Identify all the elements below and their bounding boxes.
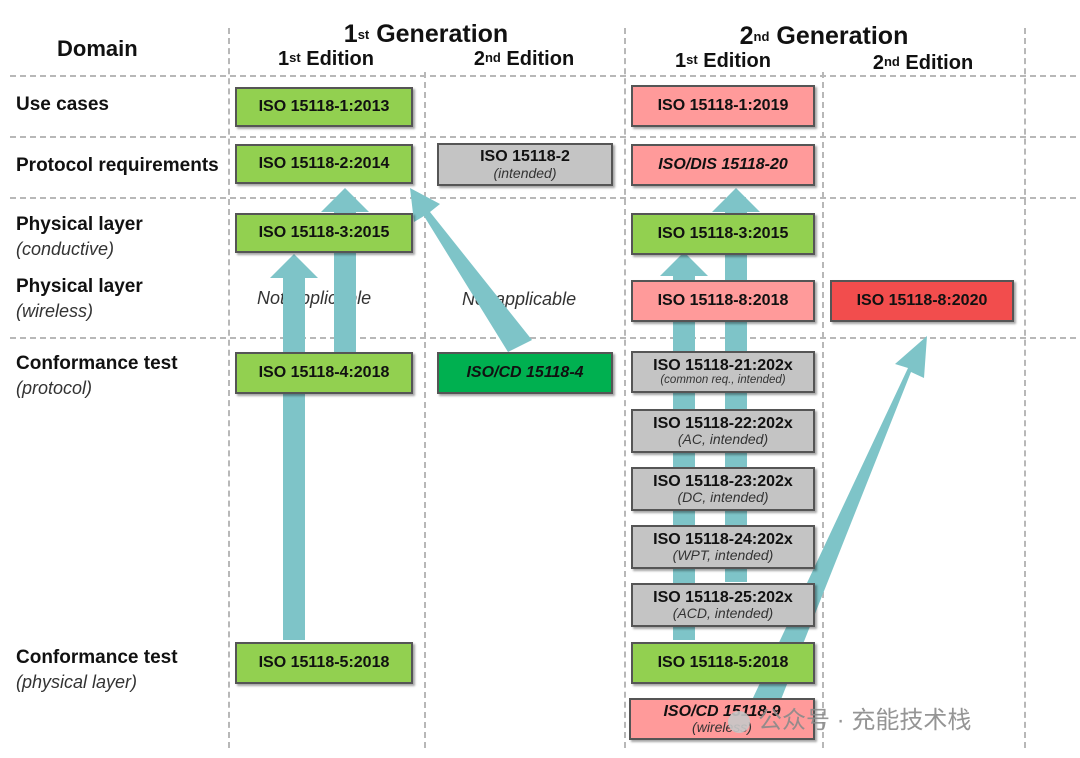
wechat-icon <box>728 710 750 733</box>
row-label-conformance-physical: Conformance test (physical layer) <box>16 647 178 692</box>
iso-15118-5-2018-gen2-box: ISO 15118-5:2018 <box>631 642 815 684</box>
arrow-gen1-right <box>321 188 369 352</box>
column-divider <box>1024 28 1026 748</box>
iso-15118-3-2015-box: ISO 15118-3:2015 <box>235 213 413 253</box>
gen1-edition1-header: 1st Edition <box>277 48 374 70</box>
row-label-conformance-protocol: Conformance test (protocol) <box>16 353 178 398</box>
iso-15118-21-box: ISO 15118-21:202x (common req., intended… <box>631 351 815 393</box>
row-label-protocol-requirements: Protocol requirements <box>16 155 219 176</box>
row-label-use-cases: Use cases <box>16 94 109 115</box>
iso-15118-8-2018-box: ISO 15118-8:2018 <box>631 280 815 322</box>
arrow-gen1-left <box>270 254 318 640</box>
iso-15118-24-box: ISO 15118-24:202x (WPT, intended) <box>631 525 815 569</box>
row-divider <box>10 136 1076 138</box>
iso-cd-15118-4-box: ISO/CD 15118-4 <box>437 352 613 394</box>
domain-header: Domain <box>57 36 138 61</box>
watermark: 公众号 · 充能技术栈 <box>728 700 971 735</box>
iso-15118-2-intended-box: ISO 15118-2 (intended) <box>437 143 613 186</box>
iso-15118-1-2013-box: ISO 15118-1:2013 <box>235 87 413 127</box>
iso-15118-22-box: ISO 15118-22:202x (AC, intended) <box>631 409 815 453</box>
iso-15118-23-box: ISO 15118-23:202x (DC, intended) <box>631 467 815 511</box>
column-divider <box>822 72 824 748</box>
generation-1-header: 1st Generation <box>343 20 509 48</box>
row-label-physical-wireless: Physical layer (wireless) <box>16 276 143 321</box>
iso-dis-15118-20-box: ISO/DIS 15118-20 <box>631 144 815 186</box>
arrow-diagonal-gen1 <box>410 188 532 352</box>
iso-15118-5-2018-box: ISO 15118-5:2018 <box>235 642 413 684</box>
gen2-edition1-header: 1st Edition <box>674 50 771 72</box>
column-divider <box>624 28 626 748</box>
iso-15118-3-2015-gen2-box: ISO 15118-3:2015 <box>631 213 815 255</box>
iso-15118-1-2019-box: ISO 15118-1:2019 <box>631 85 815 127</box>
gen1-edition2-header: 2nd Edition <box>473 48 575 70</box>
row-label-physical-conductive: Physical layer (conductive) <box>16 214 143 259</box>
iso-15118-8-2020-box: ISO 15118-8:2020 <box>830 280 1014 322</box>
column-divider <box>424 72 426 748</box>
row-divider <box>10 197 1076 199</box>
row-divider <box>10 337 1076 339</box>
iso-15118-2-2014-box: ISO 15118-2:2014 <box>235 144 413 184</box>
iso-15118-25-box: ISO 15118-25:202x (ACD, intended) <box>631 583 815 627</box>
gen2-edition2-header: 2nd Edition <box>872 52 974 74</box>
generation-2-header: 2nd Generation <box>739 22 909 50</box>
iso-15118-4-2018-box: ISO 15118-4:2018 <box>235 352 413 394</box>
column-divider <box>228 28 230 748</box>
row-divider <box>10 75 1076 77</box>
